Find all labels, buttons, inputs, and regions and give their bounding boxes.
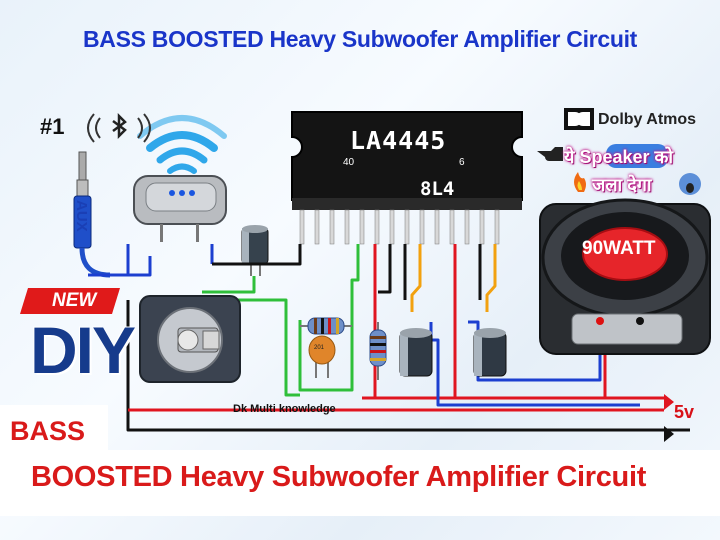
dolby-logo-icon [564,108,594,130]
hindi-text-backdrop [606,144,668,168]
screaming-face-icon [679,173,701,195]
output-capacitor-right [473,328,507,377]
pointing-hand-icon [537,147,563,161]
chip-pin-right: 6 [459,157,465,168]
electrolytic-capacitor-small [241,225,269,276]
ceramic-capacitor [308,335,336,378]
bass-label: BASS [10,416,86,446]
chip-code: 8L4 [420,178,455,200]
output-capacitor-left [399,328,433,377]
supply-terminal [664,394,674,442]
speaker-rating: 90WATT [582,238,656,259]
fire-emoji-icon [574,172,586,192]
bluetooth-icon [87,112,151,143]
bluetooth-label: #1 [40,114,65,139]
bluetooth-module [133,175,227,242]
subwoofer-speaker [539,198,711,355]
hindi-text-line2: जला देगा [592,175,652,195]
diy-label: DIY [30,313,136,387]
new-badge: NEW [52,290,97,311]
credit-label: Dk Multi knowledge [233,403,336,415]
volume-potentiometer [139,295,241,383]
title-top: BASS BOOSTED Heavy Subwoofer Amplifier C… [82,26,638,52]
chip-name: LA4445 [350,126,447,155]
hindi-text-line1: ये Speaker को [564,147,673,167]
ceramic-cap-label: 201 [314,345,325,351]
new-badge-shape [20,288,120,314]
title-bottom: BOOSTED Heavy Subwoofer Amplifier Circui… [31,461,647,493]
chip-pin-left: 40 [343,157,355,168]
aux-label: AUX [73,200,90,232]
bottom-title-band [0,450,720,516]
bass-label-band [0,405,108,450]
supply-label: 5v [674,402,695,422]
amplifier-ic [291,111,523,245]
resistor-input [300,317,352,335]
dolby-badge: Dolby Atmos [598,111,697,128]
wifi-icon [137,115,227,174]
resistor-feedback [369,322,387,380]
